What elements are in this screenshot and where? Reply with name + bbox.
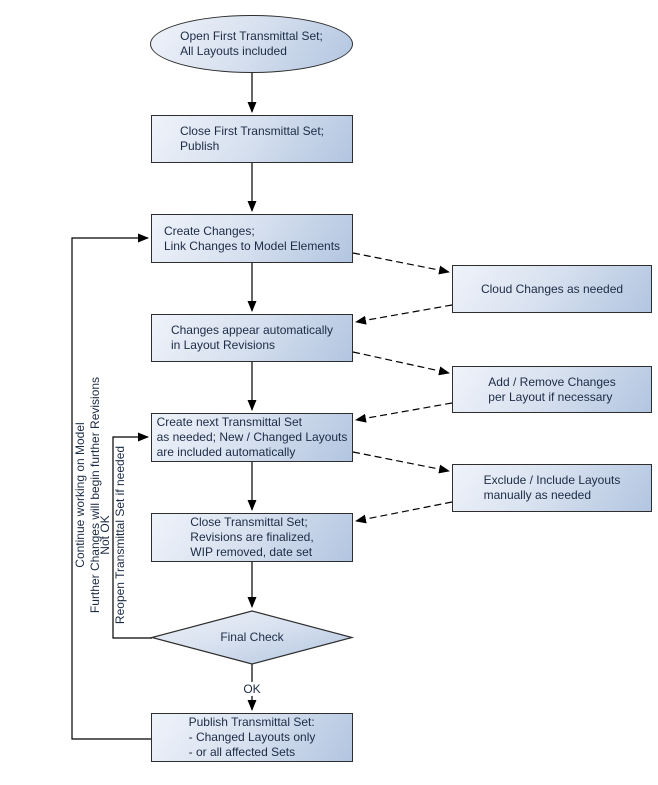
node-add-remove-changes: Add / Remove Changes per Layout if neces…	[452, 366, 652, 413]
node-changes-appear-automatically: Changes appear automatically in Layout R…	[151, 314, 353, 362]
node-label: Publish Transmittal Set: - Changed Layou…	[188, 715, 316, 759]
node-create-changes: Create Changes; Link Changes to Model El…	[151, 214, 353, 263]
edge-label-continue-working: Continue working on Model Further Change…	[73, 376, 102, 614]
node-label: Close First Transmittal Set; Publish	[179, 124, 325, 153]
dashed-links	[352, 252, 453, 524]
node-create-next-transmittal-set: Create next Transmittal Set as needed; N…	[151, 413, 353, 462]
node-label: Create Changes; Link Changes to Model El…	[163, 223, 341, 253]
final-check-diamond	[149, 610, 355, 665]
node-label: Create next Transmittal Set as needed; N…	[156, 415, 348, 459]
edge-label-ok: OK	[238, 682, 266, 696]
node-label: Changes appear automatically in Layout R…	[170, 323, 334, 352]
node-label: Exclude / Include Layouts manually as ne…	[483, 473, 621, 502]
not-ok-loop-line	[112, 432, 152, 639]
node-label: Cloud Changes as needed	[480, 281, 624, 296]
node-open-first-transmittal-set: Open First Transmittal Set; All Layouts …	[150, 15, 353, 73]
node-close-transmittal-set: Close Transmittal Set; Revisions are fin…	[151, 513, 353, 562]
feedback-loops	[71, 233, 152, 740]
node-exclude-include-layouts: Exclude / Include Layouts manually as ne…	[452, 464, 652, 512]
node-label: Open First Transmittal Set; All Layouts …	[180, 29, 323, 58]
node-label: Close Transmittal Set; Revisions are fin…	[190, 515, 314, 559]
node-cloud-changes: Cloud Changes as needed	[452, 265, 652, 313]
node-label: Add / Remove Changes per Layout if neces…	[488, 374, 616, 404]
continue-loop-line	[71, 233, 151, 740]
node-close-first-transmittal-set: Close First Transmittal Set; Publish	[151, 115, 353, 163]
node-publish-transmittal-set: Publish Transmittal Set: - Changed Layou…	[151, 713, 353, 762]
